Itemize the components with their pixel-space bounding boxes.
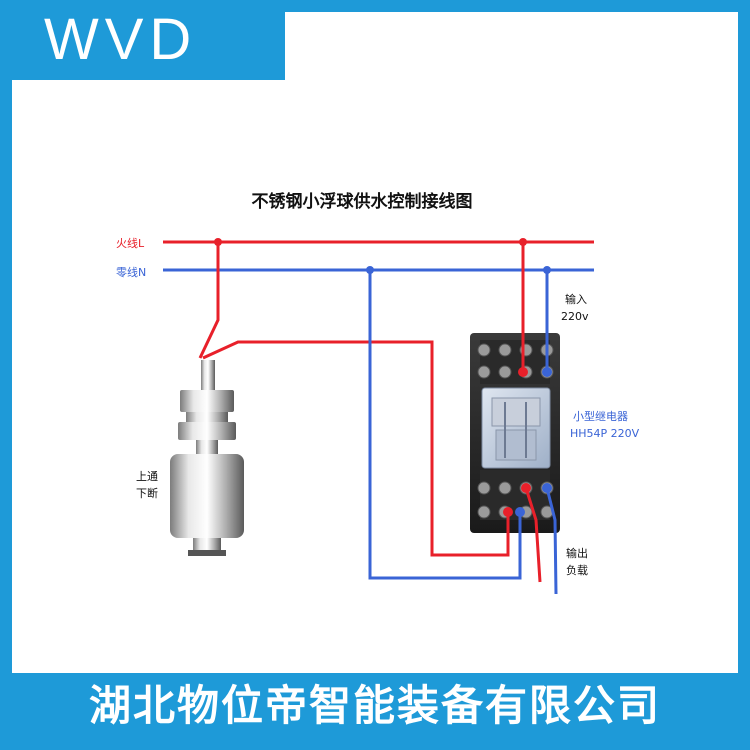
live-wire-label: 火线L bbox=[116, 236, 145, 250]
float-live-wire bbox=[198, 242, 220, 359]
input-label-line1: 输入 bbox=[565, 292, 587, 306]
relay-body bbox=[481, 387, 551, 469]
output-neutral-wire bbox=[545, 487, 558, 595]
frame-top-bg bbox=[285, 12, 738, 82]
float-label-line1: 上通 bbox=[136, 470, 158, 483]
brand-logo: WVD bbox=[44, 7, 198, 72]
float-label-line2: 下断 bbox=[136, 486, 158, 500]
relay-label-line2: HH54P 220V bbox=[570, 427, 640, 440]
footer-bar bbox=[0, 673, 750, 750]
output-label-line2: 负载 bbox=[566, 563, 588, 577]
input-label-line2: 220v bbox=[561, 310, 589, 323]
brand-tab bbox=[0, 0, 285, 80]
float-switch bbox=[170, 360, 244, 556]
output-label-line1: 输出 bbox=[566, 546, 588, 560]
junction-dots bbox=[214, 238, 552, 517]
float-return-wire bbox=[202, 340, 510, 557]
white-frame bbox=[12, 80, 738, 673]
neutral-drop-wire bbox=[368, 270, 522, 580]
neutral-wire-label: 零线N bbox=[116, 265, 146, 279]
output-live-wire bbox=[524, 487, 542, 583]
company-name: 湖北物位帝智能装备有限公司 bbox=[88, 681, 661, 730]
relay-label-line1: 小型继电器 bbox=[573, 409, 628, 423]
diagram-title: 不锈钢小浮球供水控制接线图 bbox=[252, 191, 473, 212]
